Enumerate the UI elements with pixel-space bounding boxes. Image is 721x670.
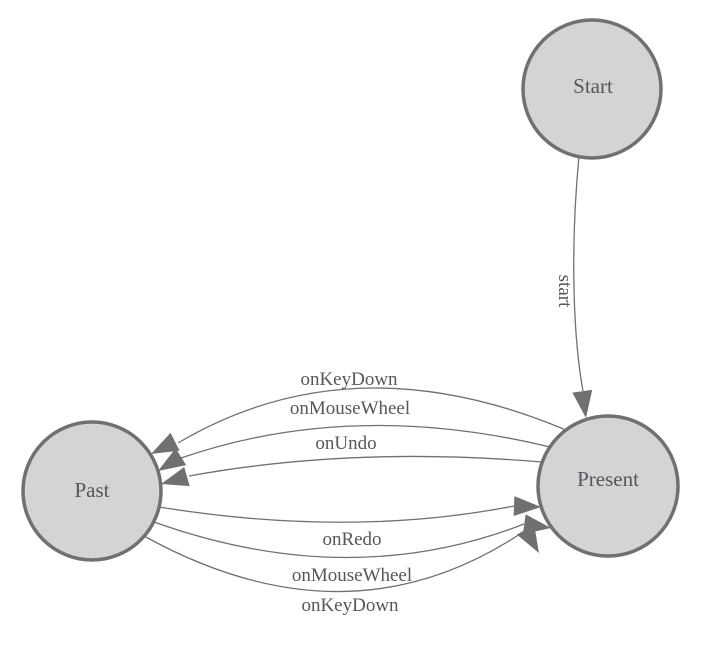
node-present-circle[interactable]: [536, 414, 680, 558]
arrowhead-start-to-present: [572, 389, 593, 418]
node-start-label: Start: [573, 74, 613, 98]
edge-past-to-present-onkeydown: [143, 529, 527, 593]
node-present[interactable]: Present: [536, 414, 680, 558]
edge-present-to-past-onmousewheel: [180, 424, 551, 459]
edge-label-onkeydown-top: onKeyDown: [300, 369, 398, 390]
arrowhead-present-to-past-onkeydown: [151, 432, 180, 454]
edge-label-onundo: onUndo: [315, 433, 376, 454]
node-past[interactable]: Past: [21, 420, 163, 562]
arrowhead-present-to-past-onundo: [161, 466, 190, 487]
edge-label-onkeydown-bottom: onKeyDown: [301, 595, 399, 616]
arrowhead-present-to-past-onmousewheel: [158, 448, 187, 471]
edge-present-to-past-onkeydown: [177, 387, 567, 444]
node-present-label: Present: [577, 467, 639, 491]
node-start-circle[interactable]: [521, 18, 663, 160]
arrowhead-past-to-present-onredo: [513, 496, 541, 517]
edge-label-start: start: [554, 275, 575, 308]
node-past-circle[interactable]: [21, 420, 163, 562]
edge-label-onmousewheel-bottom: onMouseWheel: [292, 565, 412, 586]
edge-label-onredo: onRedo: [322, 529, 381, 550]
edge-past-to-present-onredo: [158, 505, 515, 523]
edge-present-to-past-onundo: [188, 455, 543, 477]
edge-start-to-present: [573, 155, 584, 392]
edge-past-to-present-onmousewheel: [153, 521, 525, 559]
arrowhead-past-to-present-onkeydown: [516, 524, 539, 553]
edge-label-onmousewheel-top: onMouseWheel: [290, 398, 410, 419]
node-start[interactable]: Start: [521, 18, 663, 160]
node-past-label: Past: [74, 478, 109, 502]
